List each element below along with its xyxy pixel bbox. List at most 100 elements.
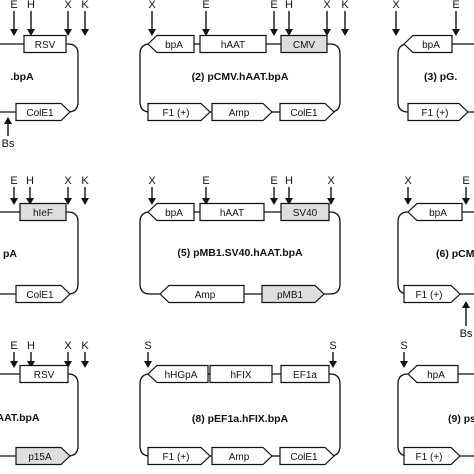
element-label: Amp (229, 108, 250, 119)
restriction-site-x: X (392, 0, 400, 36)
element-label: ColE1 (26, 290, 54, 301)
element-f1-: F1 (+) (147, 446, 211, 466)
restriction-site-e: E (270, 175, 278, 205)
plasmid-name: (3) pG. (424, 71, 457, 83)
site-label: E (462, 175, 469, 187)
restriction-site-bs: Bs (2, 117, 15, 150)
restriction-site-h: H (27, 340, 35, 368)
restriction-site-k: K (81, 0, 89, 36)
restriction-site-x: X (64, 0, 72, 36)
element-bpa: bpA (147, 202, 195, 222)
element-label: F1 (+) (163, 108, 190, 119)
restriction-site-e: E (462, 175, 470, 205)
site-label: S (144, 340, 151, 352)
element-label: ColE1 (290, 452, 318, 463)
element-label: RSV (34, 370, 55, 381)
site-label: X (392, 0, 400, 11)
element-label: pMB1 (277, 290, 304, 301)
element-label: ColE1 (26, 108, 54, 119)
site-label: X (64, 0, 72, 11)
element-bpa: bpA (407, 202, 463, 222)
restriction-site-k: K (81, 340, 89, 368)
plasmid-name: (2) pCMV.hAAT.bpA (192, 71, 289, 83)
site-label: E (452, 0, 459, 11)
element-hfix: hFIX (209, 364, 273, 384)
element-label: bpA (429, 208, 447, 219)
restriction-site-e: E (10, 0, 18, 36)
site-label: E (202, 0, 209, 11)
site-label: K (341, 0, 349, 11)
site-label: K (81, 175, 89, 187)
restriction-site-h: H (285, 175, 293, 205)
site-label: E (10, 0, 17, 11)
site-label: E (270, 175, 277, 187)
restriction-site-s: S (329, 340, 337, 368)
site-label: X (64, 340, 72, 352)
element-ef1a: EF1a (280, 364, 330, 384)
element-label: bpA (165, 208, 183, 219)
site-label: H (26, 175, 34, 187)
restriction-site-s: S (400, 340, 408, 368)
restriction-site-x: X (404, 175, 412, 205)
restriction-site-h: H (26, 175, 34, 205)
site-label: K (81, 0, 89, 11)
element-amp: Amp (159, 284, 245, 304)
restriction-site-e: E (10, 340, 18, 368)
site-label: X (404, 175, 412, 187)
element-bpa: bpA (147, 34, 195, 54)
restriction-site-k: K (81, 175, 89, 205)
element-label: bpA (165, 40, 183, 51)
restriction-site-e: E (452, 0, 460, 36)
restriction-site-x: X (327, 175, 335, 205)
element-label: RSV (35, 40, 56, 51)
element-cole1: ColE1 (15, 102, 71, 122)
site-label: X (323, 0, 331, 11)
plasmid-name: (9) psA (448, 413, 474, 425)
element-label: EF1a (293, 370, 317, 381)
site-label: H (285, 0, 293, 11)
element-f1-: F1 (+) (147, 102, 211, 122)
element-label: CMV (293, 40, 316, 51)
element-label: F1 (+) (422, 108, 449, 119)
site-label: Bs (460, 328, 473, 340)
element-hpa: hpA (407, 364, 459, 384)
site-label: H (285, 175, 293, 187)
element-cole1: ColE1 (15, 284, 71, 304)
element-amp: Amp (211, 446, 273, 466)
element-rsv: RSV (23, 34, 67, 54)
site-label: X (148, 0, 156, 11)
element-haat: hAAT (199, 202, 265, 222)
restriction-site-h: H (27, 0, 35, 36)
element-f1-: F1 (+) (403, 284, 461, 304)
site-label: E (202, 175, 209, 187)
site-label: S (329, 340, 336, 352)
element-p15a: p15A (15, 446, 71, 466)
element-rsv: RSV (19, 364, 69, 384)
element-sv40: SV40 (280, 202, 330, 222)
restriction-site-k: K (341, 0, 349, 36)
site-label: K (81, 340, 89, 352)
element-label: SV40 (293, 208, 318, 219)
plasmid-name: (8) pEF1a.hFIX.bpA (192, 413, 289, 425)
element-label: hpA (427, 370, 445, 381)
restriction-site-x: X (64, 340, 72, 368)
element-cmv: CMV (280, 34, 328, 54)
element-f1-: F1 (+) (407, 102, 469, 122)
element-label: hFIX (230, 370, 251, 381)
element-label: F1 (+) (416, 452, 443, 463)
site-label: Bs (2, 138, 15, 150)
plasmid-name: (5) pMB1.SV40.hAAT.bpA (177, 247, 303, 259)
plasmid-name: AAT.bpA (0, 412, 40, 424)
restriction-site-x: X (148, 0, 156, 36)
element-pmb1: pMB1 (261, 284, 325, 304)
restriction-site-x: X (323, 0, 331, 36)
restriction-site-x: X (64, 175, 72, 205)
site-label: X (327, 175, 335, 187)
